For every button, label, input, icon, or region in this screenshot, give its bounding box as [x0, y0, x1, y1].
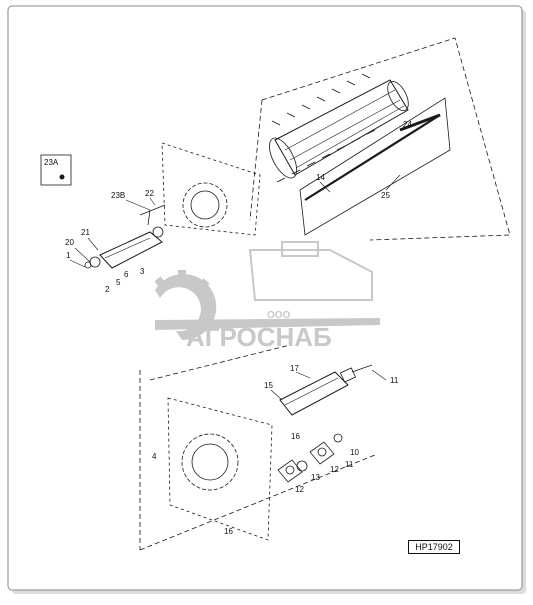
- callout-1: 1: [66, 251, 71, 260]
- callout-16-lower: 16: [224, 527, 233, 536]
- callout-10: 10: [350, 448, 359, 457]
- upper-assembly: [84, 37, 511, 269]
- callout-12-right: 12: [330, 465, 339, 474]
- callout-20: 20: [65, 238, 74, 247]
- watermark: ООО АГРОСНАБ: [154, 241, 380, 352]
- part-23a-nut: [59, 174, 65, 180]
- callout-labels: 23A 23B 22 21 20 1 2 5 6 3 14 25 24 17 1…: [44, 120, 412, 536]
- callout-21: 21: [81, 228, 90, 237]
- callout-24: 24: [403, 120, 412, 129]
- callout-14: 14: [316, 173, 325, 182]
- callout-11-lower: 11: [345, 460, 354, 469]
- reference-code-box: HP17902: [408, 540, 460, 554]
- callout-13: 13: [311, 473, 320, 482]
- callout-23a-box: [40, 154, 72, 186]
- callout-11-upper: 11: [390, 376, 399, 385]
- watermark-company-name: АГРОСНАБ: [186, 322, 332, 352]
- callout-17: 17: [290, 364, 299, 373]
- callout-12-left: 12: [295, 485, 304, 494]
- callout-2: 2: [105, 285, 110, 294]
- callout-23a: 23A: [44, 158, 59, 167]
- callout-16-upper: 16: [291, 432, 300, 441]
- callout-3: 3: [140, 267, 145, 276]
- watermark-prefix: ООО: [267, 310, 291, 321]
- callout-22: 22: [145, 189, 154, 198]
- leader-lines: [69, 119, 429, 401]
- callout-4: 4: [152, 452, 157, 461]
- callout-6: 6: [124, 270, 129, 279]
- lower-assembly: [139, 344, 376, 551]
- callout-15: 15: [264, 381, 273, 390]
- callout-5: 5: [116, 278, 121, 287]
- callout-25: 25: [381, 191, 390, 200]
- rotor-drum: [269, 73, 409, 183]
- callout-23b: 23B: [111, 191, 125, 200]
